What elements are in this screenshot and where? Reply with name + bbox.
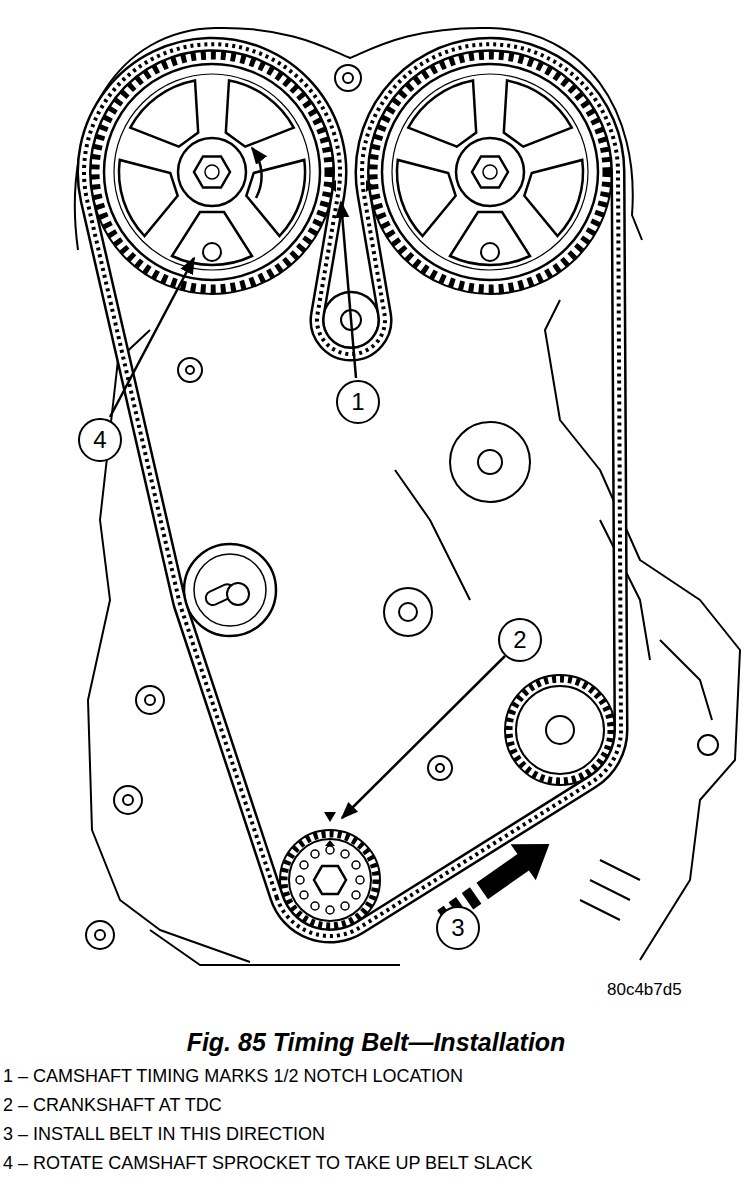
tdc-mark xyxy=(325,840,335,846)
plate-holes xyxy=(326,906,334,914)
idler-hub xyxy=(478,450,502,474)
tensioner-pulley xyxy=(184,544,276,636)
belt-teeth xyxy=(84,44,621,936)
callout-number: 1 xyxy=(351,390,364,414)
block-edge xyxy=(660,640,712,720)
callout-number: 4 xyxy=(93,428,106,452)
rotation-arrow xyxy=(252,148,262,198)
key-entry: 3 – INSTALL BELT IN THIS DIRECTION xyxy=(3,1124,325,1146)
leader-lines xyxy=(110,148,505,818)
plate-holes xyxy=(352,861,360,869)
tensioner-pulley xyxy=(184,544,276,636)
plate-holes xyxy=(300,861,308,869)
callout-circle: 2 xyxy=(498,618,542,662)
leader-line xyxy=(341,202,356,378)
timing-belt xyxy=(84,44,621,936)
bolt xyxy=(186,366,194,374)
shading-lines xyxy=(580,860,640,920)
callout-number: 2 xyxy=(513,628,526,652)
key-entry: 4 – ROTATE CAMSHAFT SPROCKET TO TAKE UP … xyxy=(3,1153,533,1175)
crank-teeth xyxy=(284,834,376,926)
timing-belt xyxy=(84,44,621,936)
engine-outline xyxy=(75,28,740,965)
boss xyxy=(384,588,432,636)
bolt xyxy=(95,930,105,940)
figure-caption: Fig. 85 Timing Belt—Installation xyxy=(187,1027,566,1057)
plate-holes xyxy=(326,846,334,854)
bolt xyxy=(123,795,133,805)
callout-circle: 1 xyxy=(336,380,380,424)
figure-code: 80c4b7d5 xyxy=(607,980,682,1000)
plate-holes xyxy=(352,891,360,899)
plate-holes xyxy=(356,876,364,884)
plate-holes xyxy=(311,850,319,858)
idler-pulley xyxy=(450,422,530,502)
callout-circle: 3 xyxy=(436,906,480,950)
timing-marks xyxy=(324,180,374,822)
hex-bolt xyxy=(314,866,346,894)
bolt xyxy=(698,735,718,755)
bolt xyxy=(428,756,452,780)
key-entry: 1 – CAMSHAFT TIMING MARKS 1/2 NOTCH LOCA… xyxy=(3,1066,463,1088)
cover-bolts xyxy=(203,243,499,261)
plate-holes xyxy=(341,850,349,858)
callout-circle: 4 xyxy=(78,418,122,462)
cam-timing-mark xyxy=(328,180,336,192)
timing-belt xyxy=(84,44,621,936)
cam-timing-mark xyxy=(366,180,374,192)
plate-holes xyxy=(311,902,319,910)
pump-hub xyxy=(546,716,574,744)
bolt xyxy=(136,686,164,714)
tensioner-face xyxy=(194,554,266,626)
pump-face xyxy=(516,686,604,774)
plate-holes xyxy=(296,846,364,914)
callout-number: 3 xyxy=(451,916,464,940)
plate-holes xyxy=(300,891,308,899)
block-edge xyxy=(395,470,470,600)
leader-line xyxy=(110,258,194,417)
plate-holes xyxy=(296,876,304,884)
bolt xyxy=(335,65,361,91)
bolt xyxy=(114,786,142,814)
pump-teeth xyxy=(509,679,611,781)
crank-plate xyxy=(289,839,371,921)
plate-holes xyxy=(341,902,349,910)
tdc-mark xyxy=(324,812,336,822)
right-cover-outline xyxy=(545,300,740,960)
direction-arrow xyxy=(470,826,562,909)
bolt xyxy=(343,73,353,83)
key-entry: 2 – CRANKSHAFT AT TDC xyxy=(3,1095,222,1117)
bolt xyxy=(145,695,155,705)
bolt xyxy=(481,243,499,261)
tensioner-bolt xyxy=(227,583,249,605)
bolt xyxy=(178,358,202,382)
boss xyxy=(399,603,417,621)
bolt xyxy=(86,921,114,949)
bolt xyxy=(436,764,444,772)
leader-line xyxy=(342,656,505,818)
lower-plate-outline xyxy=(150,930,400,965)
bolt xyxy=(203,243,221,261)
